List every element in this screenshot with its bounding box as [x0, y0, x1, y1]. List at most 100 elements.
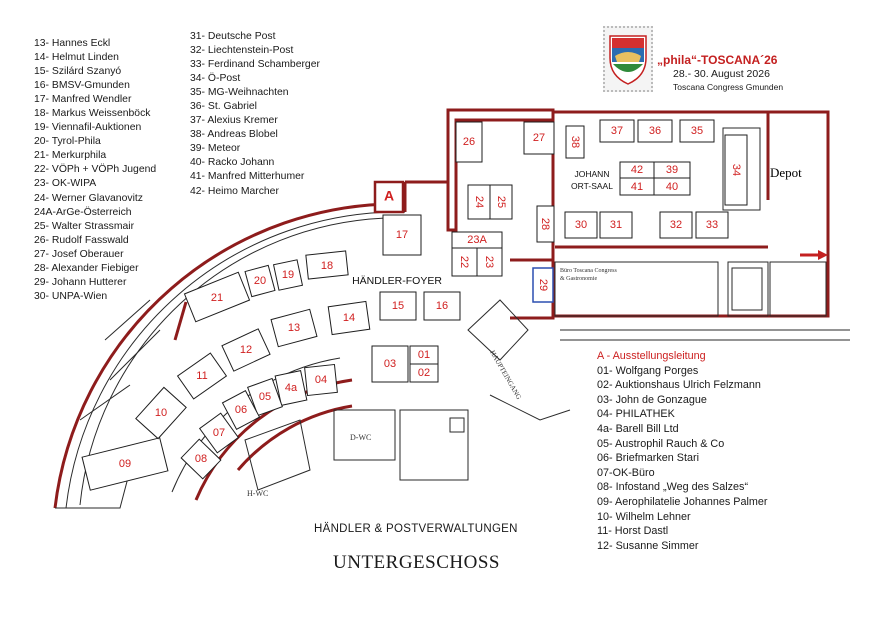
svg-text:29: 29 — [537, 279, 549, 291]
svg-text:37: 37 — [611, 125, 623, 137]
booth-08[interactable]: 08 — [180, 438, 222, 480]
legend-entry: 42- Heimo Marcher — [190, 185, 279, 197]
svg-text:23: 23 — [483, 256, 495, 268]
booth-35[interactable]: 35 — [679, 119, 715, 143]
foyer-label: HÄNDLER-FOYER — [352, 275, 442, 287]
svg-text:34: 34 — [730, 164, 742, 176]
booth-31[interactable]: 31 — [599, 211, 633, 239]
booth-38[interactable]: 38 — [565, 125, 585, 159]
booth-42[interactable]: 42 — [619, 161, 655, 179]
booth-03[interactable]: 03 — [371, 345, 409, 383]
booth-17[interactable]: 17 — [382, 214, 422, 256]
legend-entry: 12- Susanne Simmer — [597, 539, 699, 552]
booth-23A[interactable]: 23A — [451, 231, 503, 249]
svg-text:09: 09 — [119, 458, 131, 470]
buero-label-line-1: Büro Toscana Congress — [560, 268, 617, 274]
svg-text:25: 25 — [495, 196, 507, 208]
booth-24[interactable]: 24 — [467, 184, 491, 220]
legend-entry: 20- Tyrol-Phila — [34, 136, 101, 148]
booth-A[interactable]: A — [373, 180, 405, 214]
legend-entry: 39- Meteor — [190, 143, 241, 155]
svg-text:42: 42 — [631, 164, 643, 176]
booth-33[interactable]: 33 — [695, 211, 729, 239]
legend-entry: 38- Andreas Blobel — [190, 129, 278, 141]
exit-arrow-head-icon — [818, 250, 828, 260]
booth-25[interactable]: 25 — [489, 184, 513, 220]
legend-entry: 17- Manfred Wendler — [34, 94, 132, 106]
map-title: UNTERGESCHOSS — [333, 552, 500, 573]
outer-arc-inner-line — [65, 211, 406, 509]
legend-entry: 40- Racko Johann — [190, 157, 275, 169]
ort-saal-wall — [551, 110, 830, 318]
booth-29[interactable]: 29 — [532, 267, 554, 303]
booth-26[interactable]: 26 — [455, 121, 483, 163]
booth-01[interactable]: 01 — [409, 345, 439, 365]
svg-text:38: 38 — [569, 136, 581, 148]
booth-10[interactable]: 10 — [135, 386, 187, 440]
svg-text:15: 15 — [392, 300, 404, 312]
legend-entry: 23- OK-WIPA — [34, 178, 97, 190]
booth-4a[interactable]: 4a — [274, 370, 308, 406]
svg-text:01: 01 — [418, 349, 430, 361]
booth-19[interactable]: 19 — [272, 259, 304, 291]
legend-entry: 27- Josef Oberauer — [34, 248, 124, 260]
svg-text:28: 28 — [539, 218, 551, 230]
svg-text:13: 13 — [288, 322, 300, 334]
booth-37[interactable]: 37 — [599, 119, 635, 143]
east-room — [769, 261, 827, 317]
booth-27[interactable]: 27 — [523, 121, 555, 155]
booth-32[interactable]: 32 — [659, 211, 693, 239]
booth-05[interactable]: 05 — [247, 377, 283, 417]
booth-39[interactable]: 39 — [653, 161, 691, 179]
booth-23[interactable]: 23 — [476, 247, 503, 277]
d-wc-room — [333, 409, 396, 461]
booth-14[interactable]: 14 — [327, 300, 371, 336]
legend-entry: 30- UNPA-Wien — [34, 290, 108, 302]
booth-09[interactable]: 09 — [81, 437, 169, 491]
booth-16[interactable]: 16 — [423, 291, 461, 321]
booth-36[interactable]: 36 — [637, 119, 673, 143]
booth-07[interactable]: 07 — [198, 412, 240, 454]
booth-34[interactable]: 34 — [724, 134, 748, 206]
legend-entry: 24- Werner Glavanovitz — [34, 192, 143, 204]
svg-text:24: 24 — [473, 196, 485, 208]
booth-11[interactable]: 11 — [176, 352, 228, 400]
west-stair-lines — [79, 299, 161, 421]
booth-06[interactable]: 06 — [221, 389, 261, 431]
booth-41[interactable]: 41 — [619, 177, 655, 196]
legend-entry: 11- Horst Dastl — [597, 525, 669, 538]
booth-02[interactable]: 02 — [409, 363, 439, 383]
legend-entry: 15- Szilárd Szanyó — [34, 66, 122, 78]
legend-entry: 36- St. Gabriel — [190, 101, 257, 113]
upper-corridor-wall — [446, 108, 555, 232]
svg-text:16: 16 — [436, 300, 448, 312]
booth-28[interactable]: 28 — [536, 205, 555, 243]
outer-arc-line-2 — [79, 217, 389, 506]
booth-13[interactable]: 13 — [270, 308, 318, 348]
booth-21[interactable]: 21 — [183, 271, 251, 323]
svg-text:11: 11 — [196, 370, 207, 382]
booth-15[interactable]: 15 — [379, 291, 417, 321]
svg-text:06: 06 — [235, 404, 247, 416]
entrance-revolving-door — [467, 299, 529, 361]
svg-text:41: 41 — [631, 181, 643, 193]
booth-40[interactable]: 40 — [653, 177, 691, 196]
outer-arc-wall — [53, 202, 406, 509]
booth-20[interactable]: 20 — [244, 264, 276, 298]
booth-04[interactable]: 04 — [304, 363, 338, 397]
booth-22[interactable]: 22 — [451, 247, 478, 277]
booth-18[interactable]: 18 — [305, 250, 349, 280]
legend-entry: 16- BMSV-Gmunden — [34, 80, 130, 92]
svg-text:07: 07 — [213, 427, 225, 439]
depot-label: Depot — [770, 165, 802, 180]
d-wc-label: D-WC — [350, 433, 371, 442]
legend-entry: 02- Auktionshaus Ulrich Felzmann — [597, 379, 761, 392]
buero-room — [554, 261, 719, 317]
legend-entry: 25- Walter Strassmair — [34, 220, 135, 232]
booth-30[interactable]: 30 — [564, 211, 598, 239]
booth-12[interactable]: 12 — [221, 328, 271, 372]
event-name: „phila“-TOSCANA´26 — [657, 53, 778, 67]
legend-entry: 29- Johann Hutterer — [34, 276, 127, 288]
